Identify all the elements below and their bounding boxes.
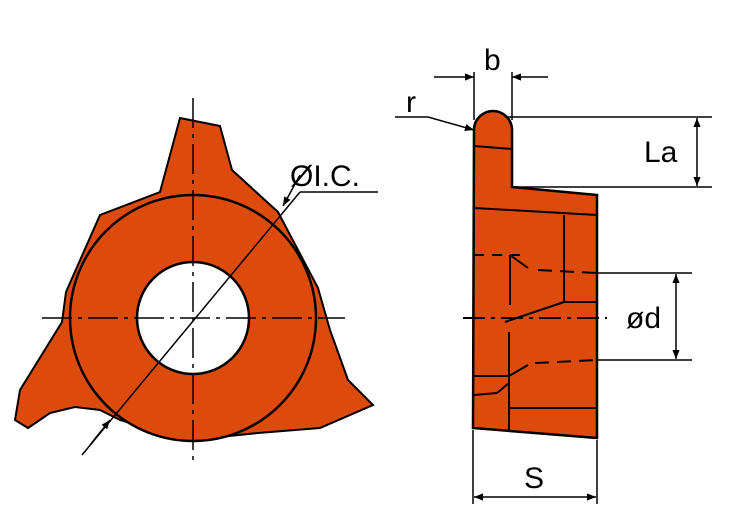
r-label: r bbox=[406, 86, 416, 119]
r-leader bbox=[395, 116, 475, 132]
insert-body-side bbox=[471, 109, 599, 440]
ic-label: ØI.C. bbox=[290, 160, 360, 193]
ic-dimension-line bbox=[81, 191, 301, 456]
front-view: ØI.C. bbox=[13, 98, 378, 462]
side-view: b r La ød S bbox=[395, 44, 712, 504]
ic-arrow-top bbox=[282, 174, 301, 207]
s-label: S bbox=[524, 462, 544, 495]
b-label: b bbox=[484, 44, 501, 77]
ic-arrow-bottom bbox=[89, 419, 111, 446]
la-label: La bbox=[644, 136, 678, 169]
d-label: ød bbox=[626, 302, 661, 335]
